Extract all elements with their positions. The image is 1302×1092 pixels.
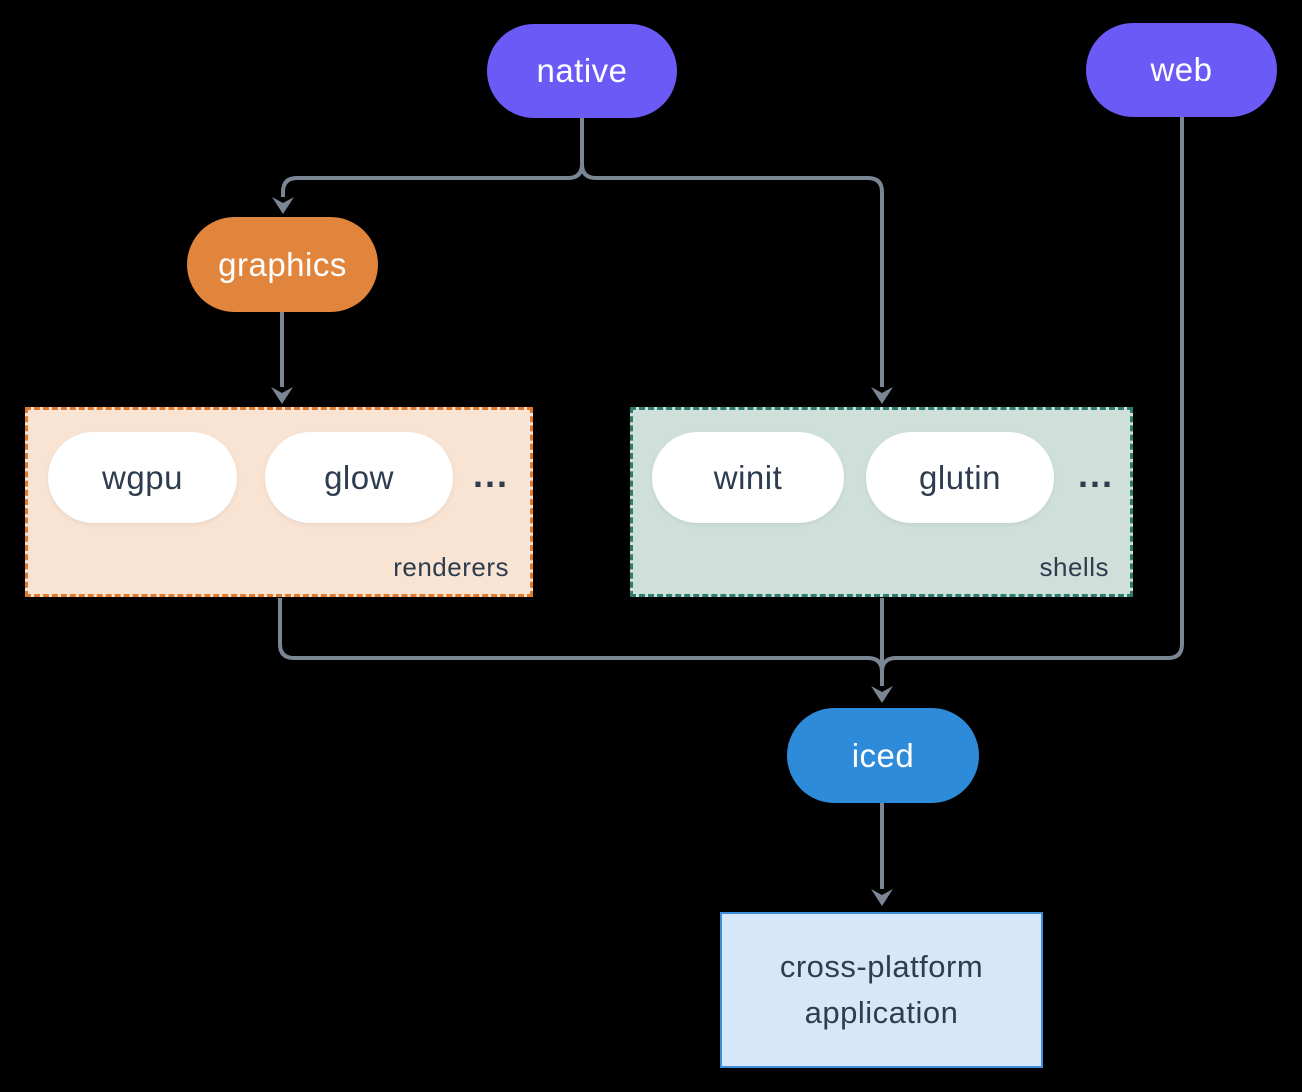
renderers-ellipsis: ... — [473, 454, 510, 495]
app-label-line1: cross-platform — [779, 949, 984, 984]
app-label-line2: application — [804, 995, 959, 1030]
arrowhead-renderers — [271, 387, 293, 404]
arrowhead-iced — [871, 686, 893, 703]
node-glow: glow — [265, 432, 453, 523]
shells-group-label: shells — [1039, 552, 1109, 582]
node-web: web — [1086, 23, 1277, 117]
node-native: native — [487, 24, 677, 118]
node-wgpu: wgpu — [48, 432, 237, 523]
edge-renderers-iced — [278, 598, 884, 686]
edge-web-iced — [880, 117, 1184, 686]
edge-native-graphics — [281, 118, 584, 197]
group-renderers: wgpu glow ... renderers — [25, 407, 533, 597]
renderers-group-label: renderers — [393, 552, 509, 582]
node-iced: iced — [787, 708, 979, 803]
arrowhead-graphics — [272, 197, 294, 214]
node-cross-platform-application: cross-platform application — [720, 912, 1043, 1068]
node-winit: winit — [652, 432, 844, 523]
arrowhead-application — [871, 889, 893, 906]
shells-ellipsis: ... — [1078, 454, 1115, 495]
node-glutin: glutin — [866, 432, 1054, 523]
node-graphics: graphics — [187, 217, 378, 312]
group-shells: winit glutin ... shells — [630, 407, 1133, 597]
edge-native-shells — [580, 118, 884, 387]
arrowhead-shells — [871, 387, 893, 404]
